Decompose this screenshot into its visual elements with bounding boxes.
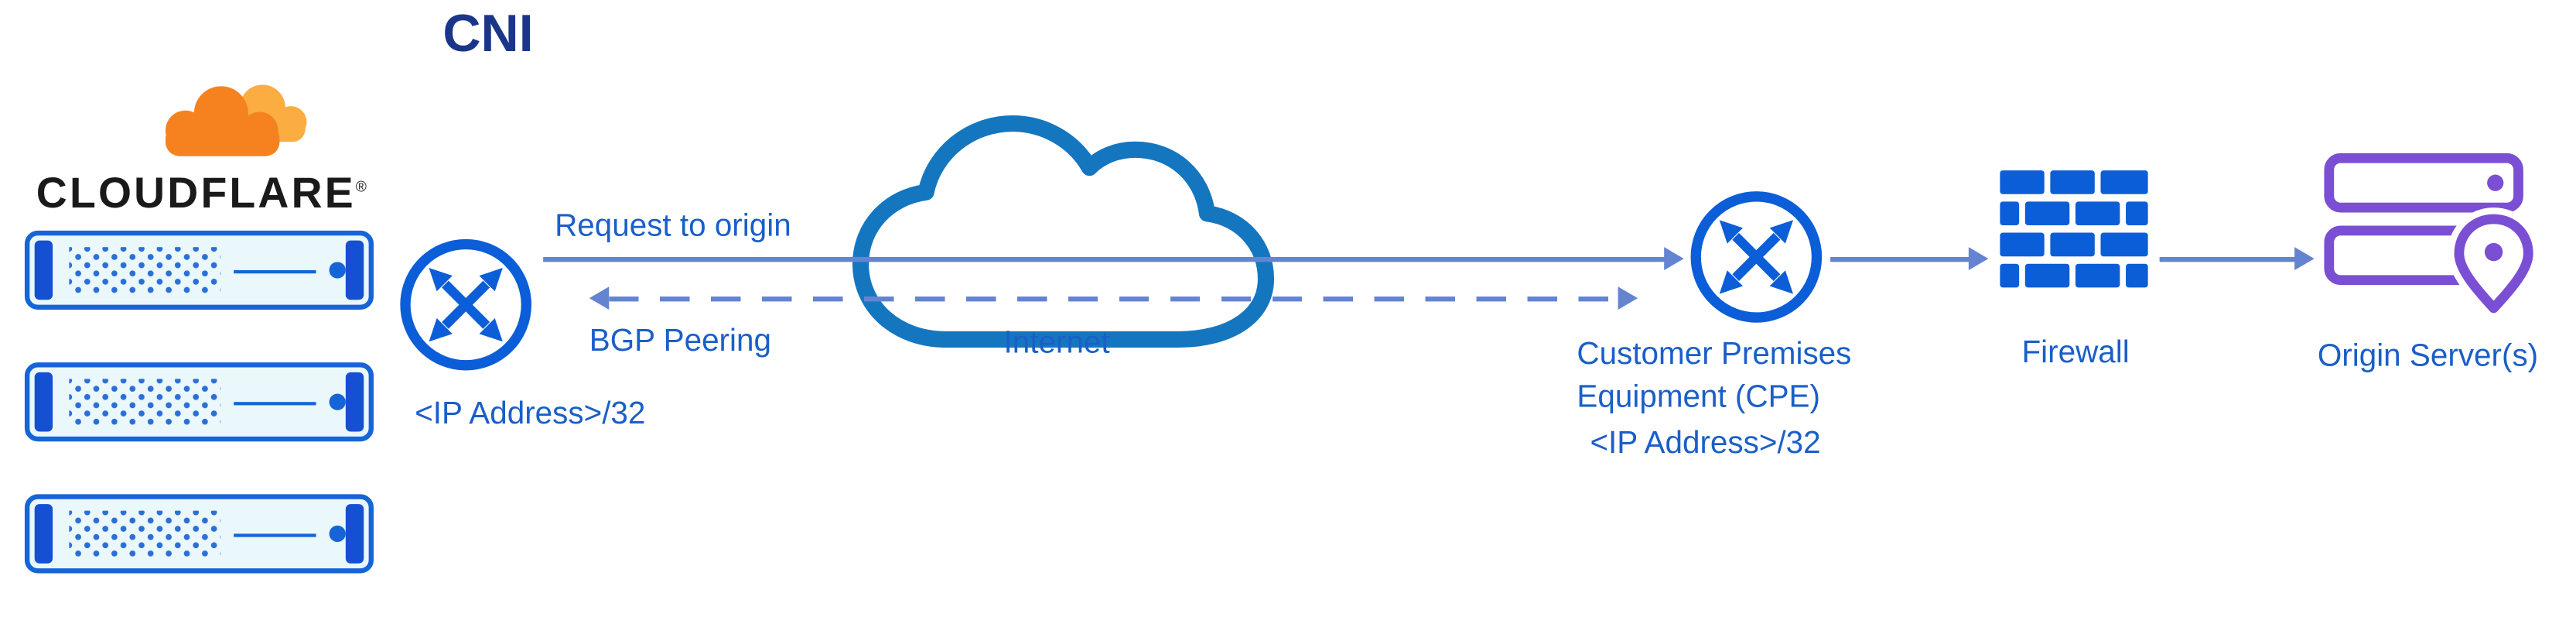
cpe-router-icon <box>1686 186 1827 327</box>
server-vent-dots <box>69 247 221 293</box>
cpe-ip-label: <IP Address>/32 <box>1590 427 1821 461</box>
firewall-icon <box>2000 158 2148 308</box>
cloudflare-wordmark: CLOUDFLARE® <box>36 168 370 218</box>
server-line <box>234 533 316 537</box>
cpe-label-line2: Equipment (CPE) <box>1577 380 1821 416</box>
cpe-label: Customer Premises Equipment (CPE) <box>1577 334 1851 420</box>
dashed-arrow-shaft <box>609 295 1618 301</box>
arrowhead-right-icon <box>1968 247 1989 270</box>
location-pin-icon <box>2448 207 2540 320</box>
server-left-tab <box>34 240 53 300</box>
arrow-shaft <box>2159 255 2298 262</box>
cloudflare-logo: CLOUDFLARE® <box>36 79 370 219</box>
server-icon <box>24 230 374 310</box>
origin-server-label: Origin Server(s) <box>2317 339 2539 375</box>
server-power-dot <box>329 393 346 410</box>
page-title: CNI <box>442 3 534 63</box>
cloudflare-cloud-icon <box>165 84 307 156</box>
server-right-tab <box>345 372 364 432</box>
arrowhead-right-icon <box>1664 247 1684 270</box>
server-power-dot <box>329 525 346 543</box>
request-to-origin-arrow <box>543 245 1684 272</box>
server-line <box>234 269 316 274</box>
server-left-tab <box>34 504 53 564</box>
server-power-dot <box>329 262 346 279</box>
arrow-shaft <box>543 255 1668 262</box>
server-vent-dots <box>69 379 221 425</box>
firewall-label: Firewall <box>2021 336 2130 371</box>
edge-router-icon <box>395 234 537 375</box>
arrowhead-left-icon <box>589 286 610 310</box>
edge-router-ip-label: <IP Address>/32 <box>415 396 646 432</box>
internet-label: Internet <box>1003 326 1110 361</box>
arrow-shaft <box>1830 255 1973 262</box>
arrowhead-right-icon <box>1618 286 1638 310</box>
cpe-label-line1: Customer Premises <box>1577 338 1852 372</box>
request-to-origin-label: Request to origin <box>555 209 791 244</box>
server-line <box>234 402 316 406</box>
server-right-tab <box>345 504 364 564</box>
origin-server-icon <box>2322 142 2540 324</box>
server-icon <box>24 362 374 442</box>
cpe-to-firewall-arrow <box>1830 245 1989 272</box>
server-vent-dots <box>69 510 221 557</box>
server-left-tab <box>34 372 53 432</box>
arrowhead-right-icon <box>2294 247 2315 270</box>
server-right-tab <box>345 240 364 300</box>
server-icon <box>24 494 374 574</box>
bgp-peering-arrow <box>589 285 1638 311</box>
firewall-to-origin-arrow <box>2159 245 2315 272</box>
bgp-peering-label: BGP Peering <box>589 324 772 359</box>
